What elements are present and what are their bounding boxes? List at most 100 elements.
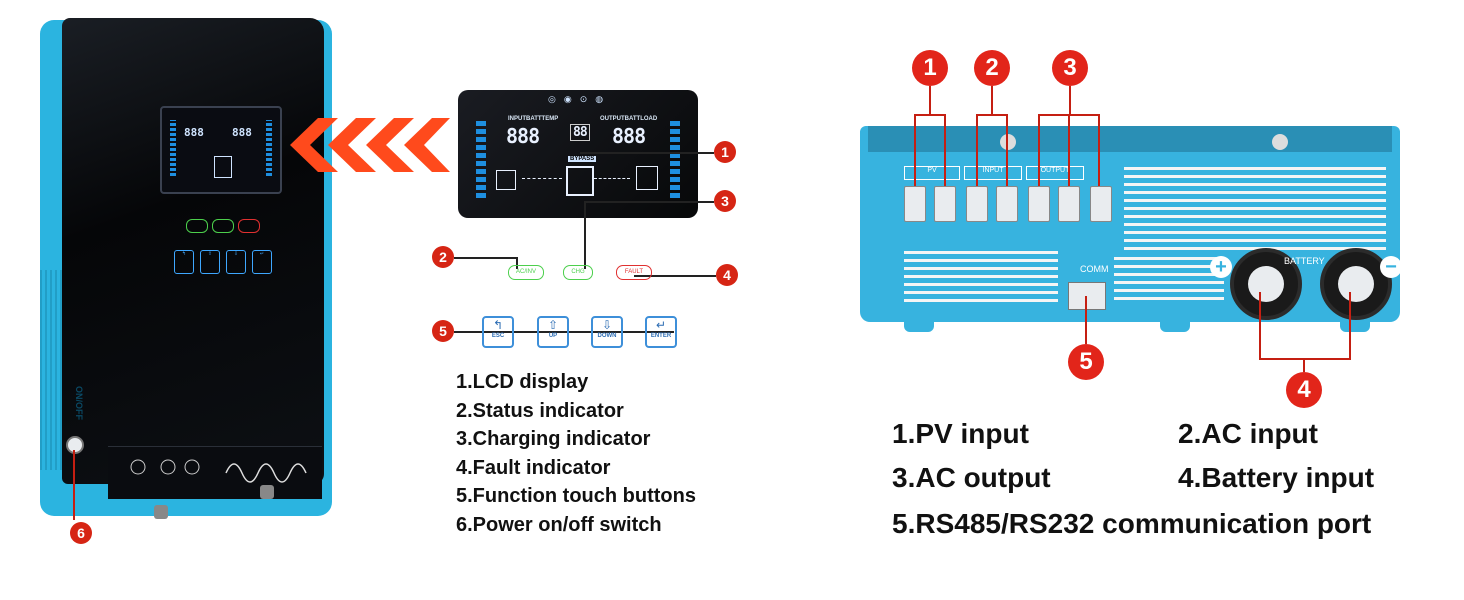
- lcd-mid-digits: 88: [570, 124, 590, 141]
- esc-icon: ↰: [492, 318, 504, 332]
- legend-item-switch: 6.Power on/off switch: [456, 513, 662, 536]
- down-label: DOWN: [597, 333, 617, 339]
- legend-pv-input: 1.PV input: [892, 418, 1029, 449]
- back-marker-4: 4: [1286, 372, 1322, 408]
- power-switch-label: ON/OFF: [74, 386, 84, 420]
- front-legend: 1.LCD display 2.Status indicator 3.Charg…: [456, 368, 696, 539]
- fault-indicator: FAULT: [616, 265, 652, 280]
- lcd-inverter-icon: [566, 166, 594, 196]
- lcd-flow-left: [522, 178, 562, 179]
- leader-back-3-m: [1068, 114, 1070, 186]
- mini-led-charge: [212, 219, 234, 233]
- mini-led-status: [186, 219, 208, 233]
- input-group-label: INPUT: [964, 166, 1022, 180]
- leader-4: [634, 275, 716, 277]
- legend-battery-input: 4.Battery input: [1178, 462, 1375, 493]
- marker-6-line: [73, 450, 75, 520]
- legend-ac-input: 2.AC input: [1178, 418, 1318, 449]
- leader-back-1: [929, 86, 931, 114]
- marker-4: 4: [716, 264, 738, 286]
- mini-lcd-digits-right: 888: [232, 126, 252, 139]
- mini-lcd-digits-left: 888: [184, 126, 204, 139]
- mini-lcd-bar-left: [170, 120, 176, 176]
- esc-label: ESC: [491, 333, 505, 339]
- esc-button[interactable]: ↰ ESC: [482, 316, 514, 348]
- battery-positive-icon: +: [1210, 256, 1232, 278]
- mini-enter-button[interactable]: ↵: [252, 250, 272, 274]
- panel-foot: [1160, 320, 1190, 332]
- lcd-bar-right: [670, 118, 680, 198]
- comm-port: [1068, 282, 1106, 310]
- mini-lcd-inverter-icon: [214, 156, 232, 178]
- mini-lcd-display: 888 888: [160, 106, 282, 194]
- output-terminal-n: [1058, 186, 1080, 222]
- panel-foot: [1340, 320, 1370, 332]
- battery-label: BATTERY: [1284, 256, 1325, 266]
- charging-indicator: CHG: [563, 265, 593, 280]
- foot-left: [154, 505, 168, 519]
- leader-2-vertical: [516, 257, 518, 269]
- marker-5: 5: [432, 320, 454, 342]
- foot-right: [260, 485, 274, 499]
- marker-3: 3: [714, 190, 736, 212]
- comm-label: COMM: [1080, 264, 1109, 274]
- leader-back-2: [991, 86, 993, 114]
- protection-icon-strip: [108, 446, 322, 499]
- battery-terminal-positive: [1230, 248, 1302, 320]
- pv-terminal-positive: [904, 186, 926, 222]
- back-panel-top: [868, 126, 1392, 152]
- battery-terminal-negative: [1320, 248, 1392, 320]
- leader-back-4-r: [1349, 292, 1351, 360]
- pv-terminal-negative: [934, 186, 956, 222]
- legend-item-buttons: 5.Function touch buttons: [456, 485, 696, 507]
- leader-2: [454, 257, 516, 259]
- up-arrow-icon: ⇧: [547, 318, 559, 332]
- back-marker-5: 5: [1068, 344, 1104, 380]
- enter-button[interactable]: ↵ ENTER: [645, 316, 677, 348]
- leader-back-5: [1085, 296, 1087, 344]
- down-button[interactable]: ⇩ DOWN: [591, 316, 623, 348]
- direction-arrows-icon: [290, 118, 450, 172]
- input-terminal-n: [996, 186, 1018, 222]
- lcd-input-label: INPUTBATTTEMP: [508, 116, 559, 122]
- lcd-output-label: OUTPUTBATTLOAD: [600, 116, 658, 122]
- up-label: UP: [548, 333, 558, 339]
- leader-back-2-h: [976, 114, 1008, 116]
- leader-back-1-r: [944, 114, 946, 186]
- down-arrow-icon: ⇩: [601, 318, 613, 332]
- output-terminal-l: [1028, 186, 1050, 222]
- leader-back-1-h: [914, 114, 946, 116]
- back-marker-2: 2: [974, 50, 1010, 86]
- lcd-grid-icon: [496, 170, 516, 190]
- up-button[interactable]: ⇧ UP: [537, 316, 569, 348]
- lcd-bypass-label: BYPASS: [568, 156, 597, 162]
- back-marker-1: 1: [912, 50, 948, 86]
- marker-2: 2: [432, 246, 454, 268]
- leader-back-4-l: [1259, 292, 1261, 360]
- lower-mid-vent: [1114, 254, 1224, 300]
- legend-item-charging: 3.Charging indicator: [456, 428, 651, 450]
- leader-back-4-h: [1259, 358, 1351, 360]
- output-group-label: OUTPUT: [1026, 166, 1084, 180]
- leader-back-3: [1069, 86, 1071, 114]
- legend-comm-port: 5.RS485/RS232 communication port: [892, 508, 1372, 539]
- status-indicator: AC/INV: [508, 265, 544, 280]
- pv-group-label: PV: [904, 166, 960, 180]
- legend-item-status: 2.Status indicator: [456, 399, 624, 422]
- leader-back-1-l: [914, 114, 916, 186]
- input-terminal-l: [966, 186, 988, 222]
- mini-led-fault: [238, 219, 260, 233]
- mini-up-button[interactable]: ⇧: [200, 250, 220, 274]
- leader-back-2-l: [976, 114, 978, 186]
- enter-label: ENTER: [650, 333, 672, 339]
- screw-left: [1000, 134, 1016, 150]
- panel-foot: [904, 320, 934, 332]
- leader-back-3-r: [1098, 114, 1100, 186]
- mini-esc-button[interactable]: ↰: [174, 250, 194, 274]
- marker-1: 1: [714, 141, 736, 163]
- sine-wave-icon: [130, 459, 307, 483]
- mini-down-button[interactable]: ⇩: [226, 250, 246, 274]
- power-switch[interactable]: [66, 436, 84, 454]
- marker-6: 6: [70, 522, 92, 544]
- enter-icon: ↵: [655, 318, 667, 332]
